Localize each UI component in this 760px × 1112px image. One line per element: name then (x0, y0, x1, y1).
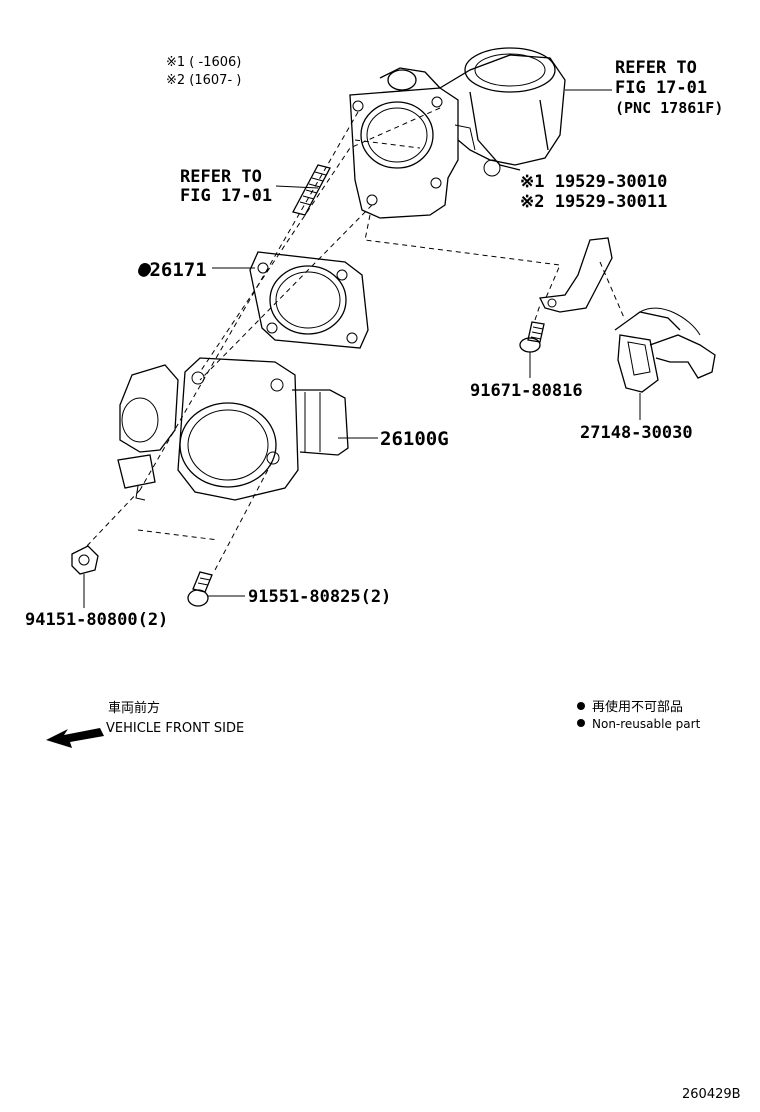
assembly-lines (84, 107, 626, 571)
note-range-1: ※1 ( -1606) (166, 55, 241, 70)
front-arrow-icon (46, 728, 104, 748)
bracket-part-1: ※1 19529-30010 (520, 172, 667, 192)
bolt-bottom-label: 91551-80825(2) (248, 587, 391, 607)
bolt-right-drawing (519, 321, 545, 353)
bolt-right-label: 91671-80816 (470, 381, 583, 401)
direction-jp: 車両前方 (108, 700, 160, 716)
bracket-part-2: ※2 19529-30011 (520, 192, 667, 212)
sensor-label: 27148-30030 (580, 423, 693, 443)
legend-dot-2 (577, 719, 585, 727)
refer-top-line2: FIG 17-01 (615, 78, 707, 98)
refer-top-line3: (PNC 17861F) (615, 99, 723, 117)
legend-jp: 再使用不可部品 (592, 699, 683, 715)
legend-en: Non-reusable part (592, 717, 701, 731)
note-range-2: ※2 (1607- ) (166, 73, 241, 88)
bolt-bottom-drawing (187, 571, 213, 607)
throttle-body-drawing (117, 357, 349, 501)
refer-top-line1: REFER TO (615, 58, 697, 78)
nut-drawing (71, 545, 99, 575)
sensor-drawing (614, 307, 716, 393)
bracket-drawing (539, 237, 613, 313)
leader-lines (83, 89, 641, 608)
figure-id: 260429B (682, 1087, 741, 1102)
nut-label: 94151-80800(2) (25, 610, 168, 630)
intake-housing-drawing (349, 47, 566, 219)
gasket-nonreusable-dot (139, 263, 151, 275)
refer-left-line2: FIG 17-01 (180, 186, 272, 206)
legend-dot-1 (577, 702, 585, 710)
refer-left-line1: REFER TO (180, 167, 262, 187)
throttle-body-label: 26100G (380, 428, 449, 450)
stud-bolt-drawing (292, 164, 331, 216)
gasket-part-label: ●26171 (138, 259, 207, 281)
gasket-drawing (249, 251, 369, 349)
direction-en: VEHICLE FRONT SIDE (106, 721, 244, 736)
